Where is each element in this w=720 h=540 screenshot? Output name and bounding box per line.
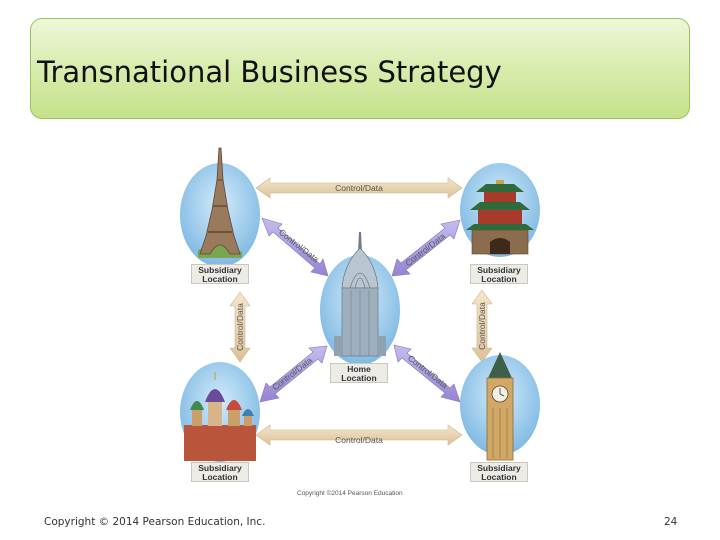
- arrow-diagonal-bottom-left: [259, 345, 328, 403]
- arrow-label-diagonal-top-right: Control/Data: [403, 231, 447, 268]
- arrow-diagonal-top-right: [391, 219, 461, 277]
- page-number: 24: [664, 516, 678, 528]
- diagram-canvas: Control/Data Control/Data Control/Data C…: [180, 147, 540, 462]
- eiffel-tower-icon: [180, 147, 260, 267]
- arrow-label-top: Control/Data: [335, 183, 383, 193]
- node-label-line1: Subsidiary: [198, 463, 242, 473]
- node-label-bottom-left: Subsidiary Location: [191, 462, 249, 482]
- footer-copyright: Copyright © 2014 Pearson Education, Inc.: [44, 516, 266, 528]
- arrow-label-right: Control/Data: [477, 302, 487, 350]
- node-label-line2: Location: [202, 472, 238, 482]
- node-label-line1: Subsidiary: [198, 265, 242, 275]
- arrow-label-diagonal-bottom-left: Control/Data: [270, 355, 314, 392]
- arrow-label-left: Control/Data: [235, 303, 245, 351]
- diagram: Control/Data Control/Data Control/Data C…: [170, 140, 550, 500]
- node-label-top-right: Subsidiary Location: [470, 264, 528, 284]
- node-label-center: Home Location: [330, 363, 388, 383]
- node-label-bottom-right: Subsidiary Location: [470, 462, 528, 482]
- node-label-line1: Subsidiary: [477, 265, 521, 275]
- arrow-bottom: [255, 424, 463, 446]
- node-label-top-left: Subsidiary Location: [191, 264, 249, 284]
- node-label-line2: Location: [341, 373, 377, 383]
- slide-title: Transnational Business Strategy: [37, 55, 502, 89]
- node-label-line1: Subsidiary: [477, 463, 521, 473]
- onion-dome-cathedral-icon: [180, 362, 260, 462]
- arrow-label-diagonal-top-left: Control/Data: [277, 227, 321, 264]
- node-label-line2: Location: [202, 274, 238, 284]
- arrow-top: [255, 177, 463, 199]
- arrow-label-bottom: Control/Data: [335, 435, 383, 445]
- title-box: Transnational Business Strategy: [30, 18, 690, 119]
- chinese-pagoda-icon: [460, 163, 540, 257]
- arrow-diagonal-bottom-right: [393, 344, 461, 403]
- image-credit: Copyright ©2014 Pearson Education: [297, 490, 403, 497]
- skyscraper-icon: [320, 232, 400, 365]
- arrow-diagonal-top-left: [261, 217, 329, 277]
- arrow-label-diagonal-bottom-right: Control/Data: [406, 353, 450, 390]
- clock-tower-icon: [460, 352, 540, 461]
- node-label-line2: Location: [481, 472, 517, 482]
- node-label-line1: Home: [347, 364, 371, 374]
- arrow-left: [229, 291, 251, 363]
- node-label-line2: Location: [481, 274, 517, 284]
